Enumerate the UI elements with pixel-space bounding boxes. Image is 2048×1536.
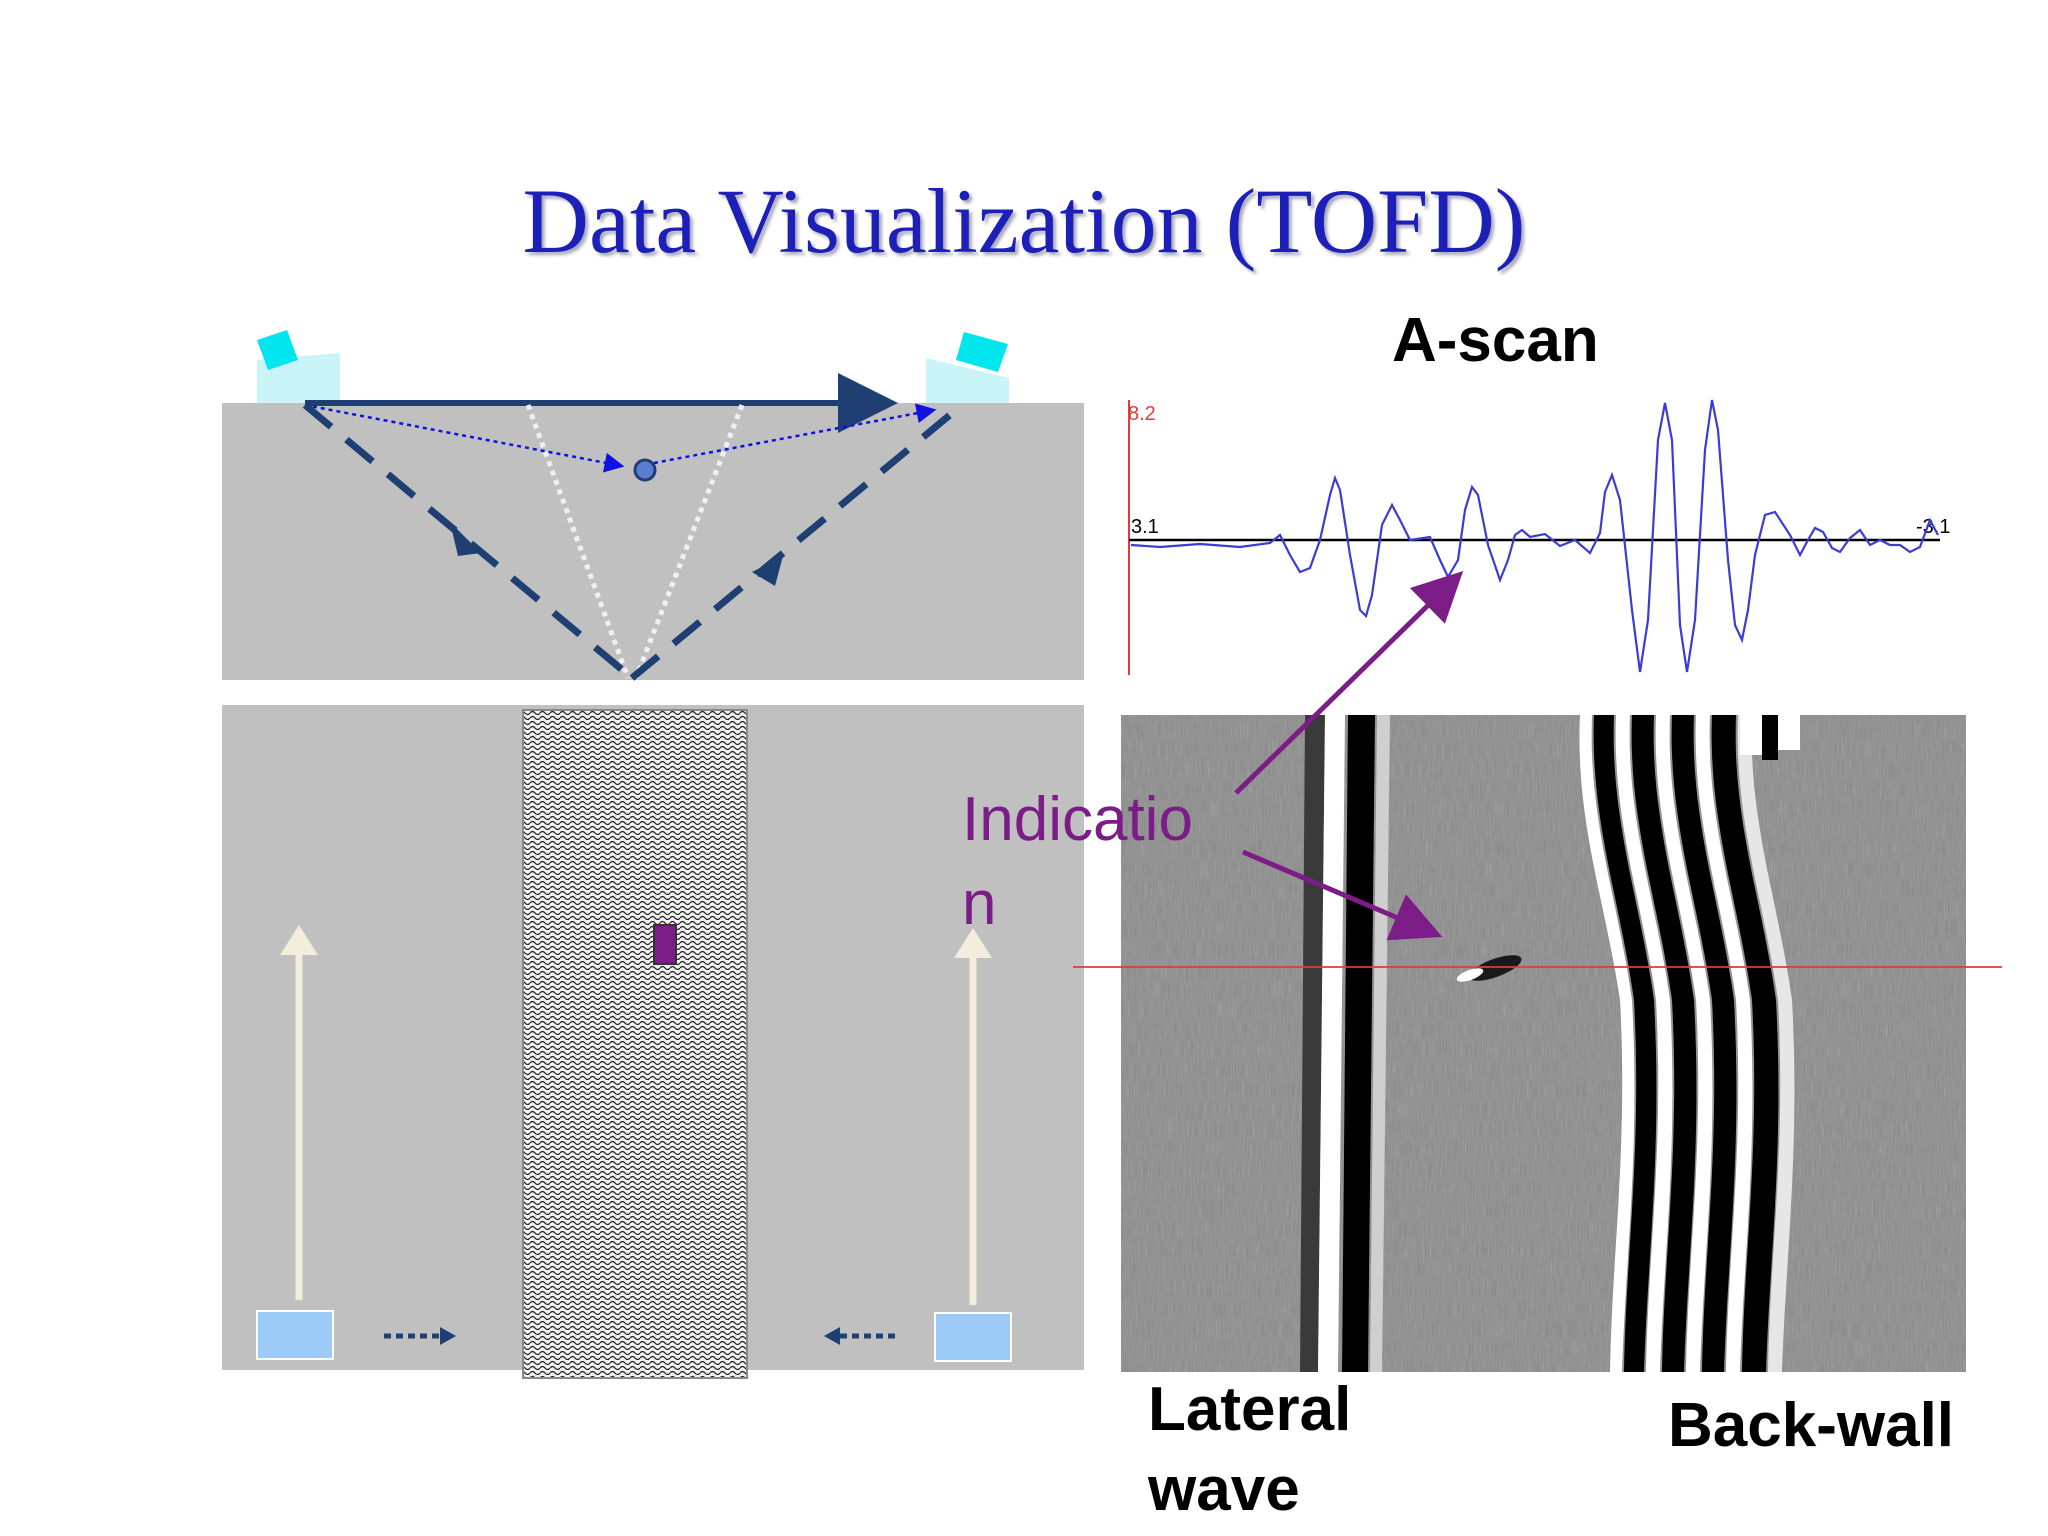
slide-title: Data Visualization (TOFD): [522, 170, 1526, 272]
backwall-path-up: [629, 402, 965, 681]
scan-arrow-head-left: [280, 925, 318, 955]
d-scan-indication: [1468, 955, 1522, 981]
a-scan-waveform: [1130, 399, 1939, 673]
indication-pointer-ascan: [1234, 571, 1464, 795]
indication-pointer-dscan: [1242, 849, 1443, 941]
a-scan-plot: 8.2 3.1 -3.1: [1128, 399, 1950, 675]
d-scan-image: [1121, 715, 1966, 1372]
transmitter-probe: [257, 330, 340, 403]
defect-tip: [633, 458, 657, 482]
scan-arrow-head-right: [954, 928, 992, 958]
weld-boundary-right: [633, 404, 745, 679]
diffraction-path-in: [304, 403, 625, 473]
approach-arrow-head-left: [440, 1327, 456, 1345]
approach-arrow-head-right: [824, 1327, 840, 1345]
receiver-probe: [926, 332, 1009, 403]
a-scan-tick-left: 3.1: [1131, 516, 1159, 538]
lateral-wave-label: Lateral wave: [1148, 1375, 1352, 1524]
defect-marker: [653, 924, 677, 965]
back-wall-bands: [1579, 715, 1800, 1372]
a-scan-tick-top: 8.2: [1128, 403, 1156, 425]
probe-footprint-left: [256, 1310, 334, 1360]
backwall-path-down: [302, 402, 635, 681]
indication-label: Indicatio n: [962, 785, 1193, 938]
probe-footprint-right: [934, 1312, 1012, 1362]
weld-zone: [522, 709, 748, 1379]
weld-boundary-left: [525, 404, 631, 679]
a-scan-label: A-scan: [1392, 306, 1599, 375]
plate-cross-section: [222, 403, 1084, 680]
arrow-head-up: [752, 556, 783, 586]
arrow-head-down: [450, 522, 481, 556]
back-wall-label: Back-wall: [1668, 1391, 1955, 1460]
